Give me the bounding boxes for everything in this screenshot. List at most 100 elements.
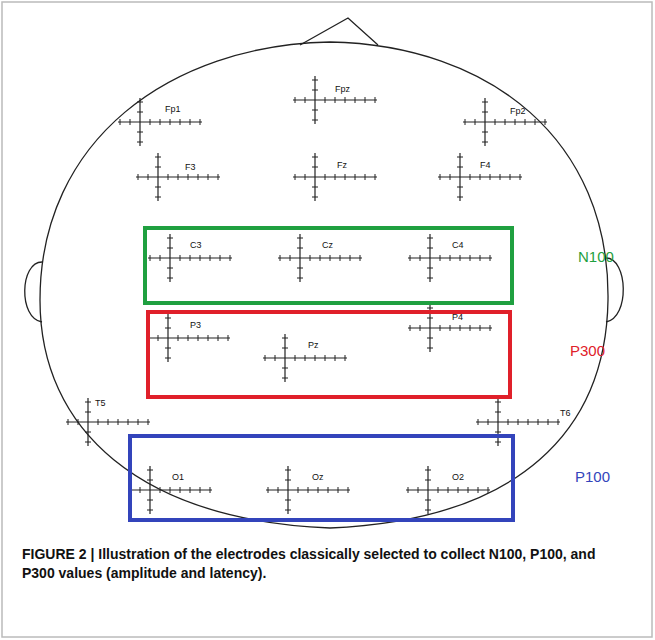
axis-stroke <box>312 80 318 81</box>
axis-stroke <box>427 248 433 249</box>
axis-stroke <box>520 174 521 180</box>
axis-stroke <box>470 325 471 331</box>
electrode-label: Pz <box>308 340 319 350</box>
axis-stroke <box>427 238 433 239</box>
axis-stroke <box>167 314 168 362</box>
axis-stroke <box>297 278 303 279</box>
electrode-label: F4 <box>480 160 491 170</box>
axis-stroke <box>169 234 170 282</box>
axis-stroke <box>147 470 153 471</box>
axis-stroke <box>440 174 441 180</box>
axis-stroke <box>375 97 376 103</box>
n100-frame <box>145 228 512 303</box>
axis-stroke <box>148 419 149 425</box>
axis-stroke <box>120 119 121 125</box>
axis-stroke <box>312 167 318 168</box>
axis-stroke <box>167 268 173 269</box>
axis-stroke <box>450 255 451 261</box>
electrode-label: O2 <box>452 472 464 482</box>
axis-stroke <box>427 308 433 309</box>
axis-stroke <box>312 120 318 121</box>
axis-stroke <box>470 255 471 261</box>
axis-stroke <box>505 119 506 125</box>
axis-stroke <box>297 238 303 239</box>
axis-stroke <box>465 119 466 125</box>
axis-stroke <box>150 119 151 125</box>
axis-stroke <box>208 174 209 180</box>
axis-stroke <box>108 419 109 425</box>
axis-stroke <box>285 510 291 511</box>
axis-stroke <box>500 174 501 180</box>
axis-stroke <box>218 174 219 180</box>
axis-stroke <box>495 412 501 413</box>
axis-stroke <box>478 419 479 425</box>
axis-stroke <box>140 487 141 493</box>
axis-stroke <box>297 268 303 269</box>
axis-stroke <box>335 355 336 361</box>
electrode-axes <box>66 76 560 514</box>
electrode-label: Fp2 <box>510 106 526 116</box>
axis-stroke <box>427 278 433 279</box>
axis-stroke <box>418 487 419 493</box>
axis-stroke <box>328 487 329 493</box>
axis-stroke <box>98 419 99 425</box>
electrode-label: T5 <box>95 398 106 408</box>
axis-stroke <box>427 338 433 339</box>
axis-stroke <box>457 197 463 198</box>
axis-stroke <box>155 157 161 158</box>
axis-stroke <box>130 119 131 125</box>
axis-stroke <box>457 187 463 188</box>
axis-stroke <box>208 335 209 341</box>
axis-stroke <box>298 487 299 493</box>
axis-stroke <box>470 174 471 180</box>
axis-stroke <box>488 419 489 425</box>
axis-stroke <box>282 338 288 339</box>
axis-stroke <box>167 278 173 279</box>
axis-stroke <box>180 119 181 125</box>
axis-stroke <box>147 480 153 481</box>
axis-stroke <box>490 325 491 331</box>
axis-stroke <box>450 174 451 180</box>
p100-frame <box>130 436 513 520</box>
axis-stroke <box>305 174 306 180</box>
axis-stroke <box>429 234 430 282</box>
axis-stroke <box>495 119 496 125</box>
axis-stroke <box>147 500 153 501</box>
axis-stroke <box>355 174 356 180</box>
axis-stroke <box>287 466 288 514</box>
axis-stroke <box>482 142 488 143</box>
axis-stroke <box>155 197 161 198</box>
axis-stroke <box>538 419 539 425</box>
electrode-group-box: O1OzO2P100 <box>130 436 513 520</box>
axis-stroke <box>427 348 433 349</box>
axis-stroke <box>155 187 161 188</box>
axis-stroke <box>299 234 300 282</box>
axis-stroke <box>325 355 326 361</box>
axis-stroke <box>305 97 306 103</box>
axis-stroke <box>497 398 498 446</box>
axis-stroke <box>345 355 346 361</box>
axis-stroke <box>548 419 549 425</box>
axis-stroke <box>365 174 366 180</box>
axis-stroke <box>85 412 91 413</box>
axis-stroke <box>495 442 501 443</box>
axis-stroke <box>190 119 191 125</box>
axis-stroke <box>348 487 349 493</box>
axis-stroke <box>410 255 411 261</box>
axis-stroke <box>165 348 171 349</box>
axis-stroke <box>230 255 231 261</box>
axis-stroke <box>158 335 159 341</box>
axis-stroke <box>190 255 191 261</box>
axis-stroke <box>457 167 463 168</box>
axis-stroke <box>308 487 309 493</box>
axis-stroke <box>137 102 143 103</box>
axis-stroke <box>165 358 171 359</box>
axis-stroke <box>482 102 488 103</box>
component-heading: P300 <box>570 342 605 360</box>
axis-stroke <box>155 167 161 168</box>
electrode-label: Fp1 <box>165 104 181 114</box>
axis-stroke <box>360 255 361 261</box>
axis-stroke <box>265 355 266 361</box>
